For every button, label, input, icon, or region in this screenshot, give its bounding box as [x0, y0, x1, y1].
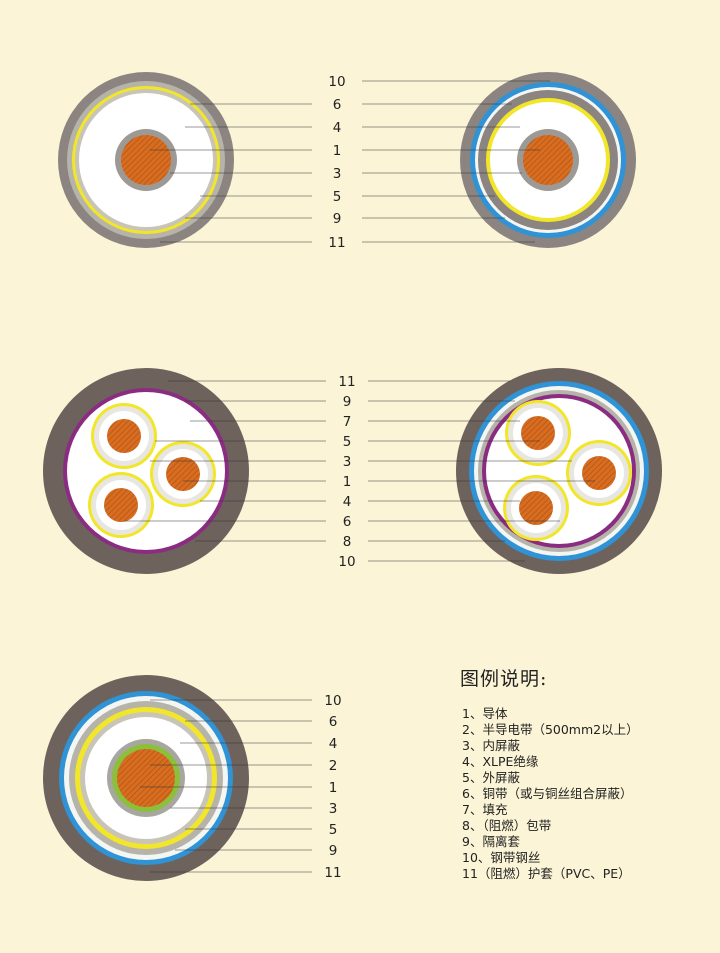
- legend-item: 9、隔离套: [462, 834, 520, 849]
- layer-number-label: 10: [328, 74, 345, 90]
- legend-item: 10、钢带钢丝: [462, 850, 540, 865]
- legend-item: 5、外屏蔽: [462, 770, 520, 785]
- diagram-1-leaders: [150, 80, 550, 243]
- layer-number-label: 2: [329, 758, 338, 774]
- layer-number-label: 9: [333, 211, 342, 227]
- layer-number-label: 3: [333, 166, 342, 182]
- diagram-three-core-left: [43, 368, 249, 574]
- layer-number-label: 4: [343, 494, 352, 510]
- layer-number-label: 11: [328, 235, 345, 251]
- layer-number-label: 3: [343, 454, 352, 470]
- legend-item: 4、XLPE绝缘: [462, 754, 539, 769]
- diagram-1-labels: 10 6 4 1 3 5 9 11: [328, 74, 345, 251]
- layer-number-label: 8: [343, 534, 352, 550]
- legend-item: 1、导体: [462, 706, 508, 721]
- layer-number-label: 9: [329, 843, 338, 859]
- diagram-2-leaders: [125, 380, 595, 562]
- layer-number-label: 6: [343, 514, 352, 530]
- diagram-3-leaders: [140, 699, 312, 873]
- layer-number-label: 6: [329, 714, 338, 730]
- layer-number-label: 4: [333, 120, 342, 136]
- diagram-single-core-left: [58, 72, 234, 248]
- legend-title: 图例说明:: [460, 668, 547, 690]
- layer-number-label: 1: [343, 474, 352, 490]
- layer-number-label: 11: [324, 865, 341, 881]
- diagram-2-labels: 11 9 7 5 3 1 4 6 8 10: [338, 374, 355, 570]
- layer-number-label: 6: [333, 97, 342, 113]
- diagram-three-core-right: [456, 368, 662, 574]
- legend-item: 8、（阻燃）包带: [462, 818, 551, 833]
- layer-number-label: 10: [324, 693, 341, 709]
- layer-number-label: 7: [343, 414, 352, 430]
- layer-number-label: 5: [333, 189, 342, 205]
- legend-item: 7、填充: [462, 802, 507, 817]
- diagram-3-labels: 10 6 4 2 1 3 5 9 11: [324, 693, 341, 881]
- legend-item: 3、内屏蔽: [462, 738, 520, 753]
- legend-item: 2、半导电带（500mm2以上）: [462, 722, 639, 737]
- layer-number-label: 11: [338, 374, 355, 390]
- layer-number-label: 4: [329, 736, 338, 752]
- legend-item: 11（阻燃）护套（PVC、PE）: [462, 866, 631, 881]
- layer-number-label: 9: [343, 394, 352, 410]
- layer-number-label: 5: [343, 434, 352, 450]
- diagram-single-core-bottom: [43, 675, 249, 881]
- diagram-single-core-right: [460, 72, 636, 248]
- layer-number-label: 3: [329, 801, 338, 817]
- layer-number-label: 5: [329, 822, 338, 838]
- layer-number-label: 10: [338, 554, 355, 570]
- layer-number-label: 1: [329, 780, 338, 796]
- legend-item: 6、铜带（或与铜丝组合屏蔽）: [462, 786, 632, 801]
- legend: 图例说明: 1、导体 2、半导电带（500mm2以上） 3、内屏蔽 4、XLPE…: [460, 668, 639, 881]
- layer-number-label: 1: [333, 143, 342, 159]
